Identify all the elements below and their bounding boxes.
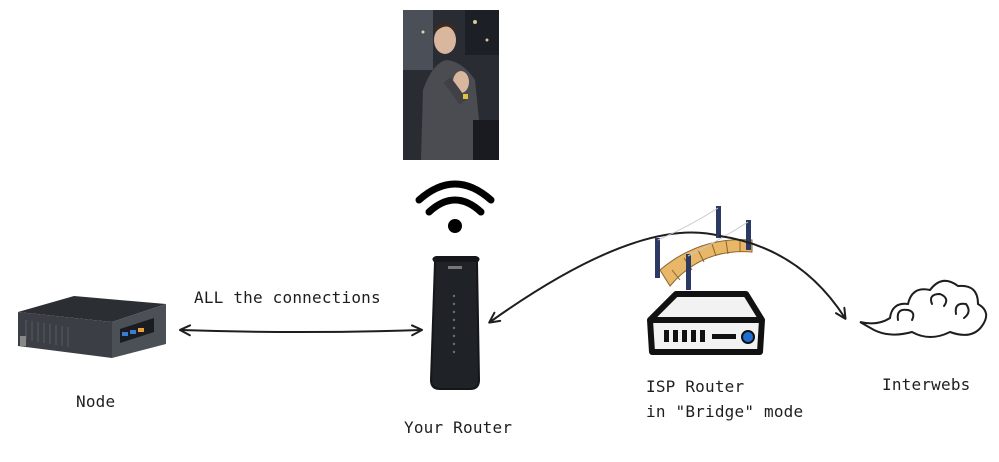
cloud-icon (859, 279, 988, 338)
router-label: Your Router (404, 418, 513, 437)
isp-router-label-line1: ISP Router (646, 377, 745, 396)
rope-bridge-icon (655, 206, 753, 290)
isp-router-label-line2: in "Bridge" mode (646, 402, 804, 421)
edge-label-connections: ALL the connections (194, 288, 381, 307)
server-box-icon (647, 291, 765, 355)
node-label: Node (76, 392, 116, 411)
person-photo (403, 10, 499, 160)
internet-label: Interwebs (882, 375, 971, 394)
edge-node-router (179, 324, 423, 337)
edge-bridge-internet (719, 235, 847, 320)
edge-internet-router (488, 231, 721, 324)
tower-router-icon (430, 256, 480, 390)
mini-pc-icon (18, 296, 166, 358)
wifi-icon (415, 180, 495, 233)
person-photo-image (403, 10, 499, 160)
